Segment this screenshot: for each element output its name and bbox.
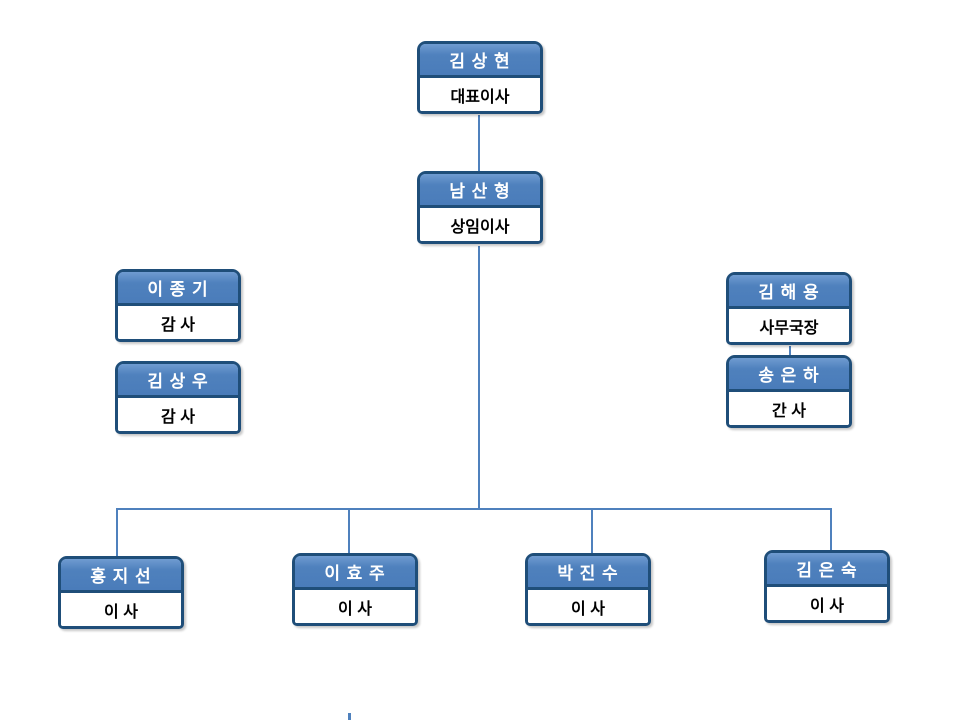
node-name: 홍 지 선 <box>61 559 181 593</box>
stray-mark <box>348 713 351 720</box>
org-node-director-2: 이 효 주 이 사 <box>292 553 418 626</box>
node-role: 간 사 <box>729 392 849 425</box>
node-name: 송 은 하 <box>729 358 849 392</box>
node-name: 김 해 용 <box>729 275 849 309</box>
org-node-secretary-general: 김 해 용 사무국장 <box>726 272 852 345</box>
node-name: 김 상 우 <box>118 364 238 398</box>
node-name: 이 효 주 <box>295 556 415 590</box>
node-role: 이 사 <box>767 587 887 620</box>
connector-standing-to-bus <box>478 246 480 509</box>
org-node-auditor-1: 이 종 기 감 사 <box>115 269 241 342</box>
org-node-director-3: 박 진 수 이 사 <box>525 553 651 626</box>
connector-drop-director-1 <box>116 509 118 556</box>
node-role: 이 사 <box>61 593 181 626</box>
node-name: 이 종 기 <box>118 272 238 306</box>
node-role: 사무국장 <box>729 309 849 342</box>
node-role: 감 사 <box>118 306 238 339</box>
org-node-director-1: 홍 지 선 이 사 <box>58 556 184 629</box>
org-node-manager: 송 은 하 간 사 <box>726 355 852 428</box>
connector-directors-bus <box>116 508 832 510</box>
org-node-standing-director: 남 산 형 상임이사 <box>417 171 543 244</box>
connector-drop-director-2 <box>348 509 350 553</box>
org-node-director-4: 김 은 숙 이 사 <box>764 550 890 623</box>
node-role: 감 사 <box>118 398 238 431</box>
org-node-ceo: 김 상 현 대표이사 <box>417 41 543 114</box>
org-node-auditor-2: 김 상 우 감 사 <box>115 361 241 434</box>
node-name: 남 산 형 <box>420 174 540 208</box>
node-role: 대표이사 <box>420 78 540 111</box>
connector-drop-director-4 <box>830 509 832 550</box>
node-name: 김 상 현 <box>420 44 540 78</box>
node-name: 박 진 수 <box>528 556 648 590</box>
connector-secgen-manager <box>789 346 791 355</box>
connector-ceo-standing <box>478 115 480 171</box>
node-role: 이 사 <box>528 590 648 623</box>
connector-drop-director-3 <box>591 509 593 553</box>
node-role: 이 사 <box>295 590 415 623</box>
node-name: 김 은 숙 <box>767 553 887 587</box>
node-role: 상임이사 <box>420 208 540 241</box>
